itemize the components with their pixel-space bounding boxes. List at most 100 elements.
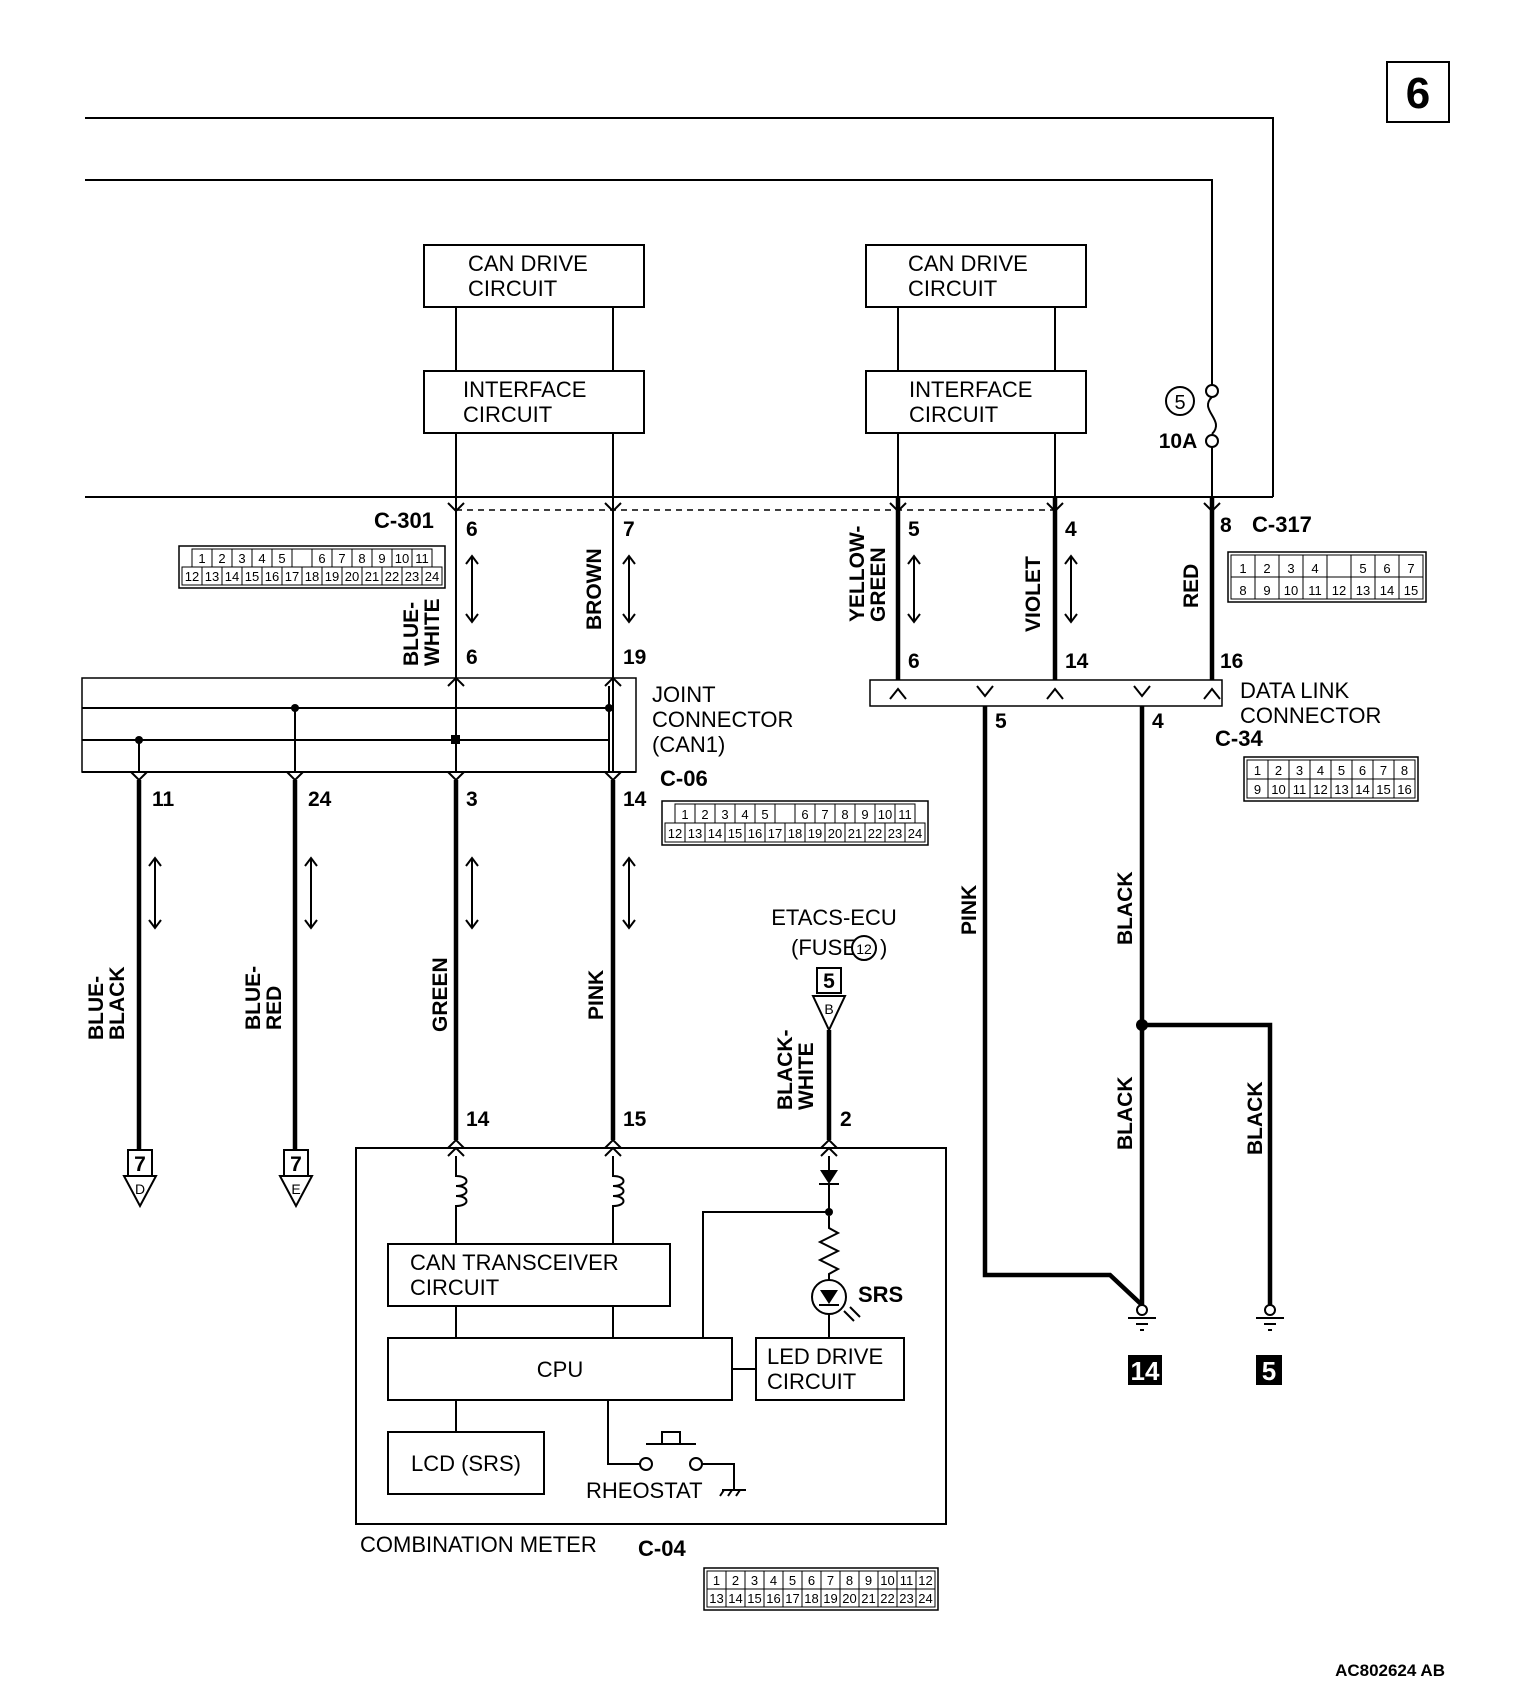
wire-label-blue-black: BLUE-BLACK [85, 967, 129, 1041]
pin-cell: 23 [405, 569, 419, 584]
pin-cell: 16 [748, 826, 762, 841]
fuse-number: 5 [1174, 392, 1185, 414]
pin-c317-5: 5 [908, 518, 920, 541]
wire-label-blue-red: BLUE-RED [242, 966, 286, 1030]
ground-icon-5: 5 [1256, 1304, 1284, 1386]
pin-c04-14: 14 [466, 1108, 490, 1131]
etacs-fuse-circle [851, 935, 877, 961]
pin-cell: 22 [868, 826, 882, 841]
joint-splice-dots [135, 704, 613, 744]
pin-cell: 8 [846, 1573, 853, 1588]
pin-joint-19: 19 [623, 646, 646, 669]
pin-cell: 5 [1359, 561, 1366, 576]
can-direction-arrows-upper [465, 554, 1078, 624]
pin-cell: 11 [900, 1573, 914, 1588]
pin-cell: 18 [305, 569, 319, 584]
splice-dot [1136, 1019, 1148, 1031]
pin-cell: 13 [688, 826, 702, 841]
pin-cell: 17 [768, 826, 782, 841]
wire-label-violet: VIOLET [1022, 556, 1045, 632]
pin-cell: 16 [1397, 782, 1411, 797]
pin-cell: 9 [1254, 782, 1261, 797]
pin-joint-11: 11 [152, 788, 175, 811]
pin-cell: 11 [1308, 583, 1322, 598]
pin-cell: 11 [898, 807, 912, 822]
pin-cell: 15 [728, 826, 742, 841]
cpu-label: CPU [537, 1357, 583, 1382]
wire-label-dlc-black-2: BLACK [1114, 1077, 1137, 1151]
resistor-icon [817, 1216, 841, 1280]
pin-cell: 23 [888, 826, 902, 841]
svg-text:7: 7 [290, 1153, 302, 1176]
connector-name-c04: C-04 [638, 1536, 686, 1561]
wire-label-blue-white: BLUE-WHITE [400, 598, 444, 666]
lcd-srs-label: LCD (SRS) [411, 1451, 521, 1476]
dlc-terminal-arrows [889, 685, 1221, 700]
pin-cell: 14 [1380, 583, 1394, 598]
pin-dlc-4: 4 [1152, 710, 1164, 733]
rheostat-wire [607, 1400, 640, 1465]
wire-ground-black [1142, 1022, 1273, 1305]
pin-cell: 6 [1359, 763, 1366, 778]
pin-cell: 6 [318, 551, 325, 566]
joint-terminal-arrows [130, 676, 622, 782]
combination-meter-title: COMBINATION METER [360, 1532, 597, 1557]
pin-cell: 12 [1313, 782, 1327, 797]
pin-cell: 11 [415, 551, 429, 566]
pin-cell: 5 [761, 807, 768, 822]
ground-label-5: 5 [1262, 1356, 1276, 1386]
wire-label-yellow-green: YELLOW-GREEN [846, 526, 890, 622]
wire-label-black-white: BLACK-WHITE [774, 1030, 818, 1110]
pin-cell: 10 [878, 807, 892, 822]
etacs-fuse-num: 12 [856, 941, 872, 957]
pin-cell: 24 [918, 1591, 932, 1606]
joint-bus-lines [82, 686, 636, 773]
pin-cell: 5 [789, 1573, 796, 1588]
pin-cell: 7 [338, 551, 345, 566]
pin-cell: 2 [701, 807, 708, 822]
pin-cell: 9 [865, 1573, 872, 1588]
rheostat-label: RHEOSTAT [586, 1478, 703, 1503]
svg-text:E: E [291, 1181, 300, 1197]
pin-cell: 13 [1334, 782, 1348, 797]
fuse-number-circle [1165, 386, 1195, 416]
etacs-label-1: ETACS-ECU [771, 905, 897, 930]
interface-circuit-1 [423, 370, 645, 434]
pin-cell: 1 [681, 807, 688, 822]
battery-feed-wire [85, 179, 1213, 385]
pin-cell: 2 [1263, 561, 1270, 576]
pin-cell: 3 [1296, 763, 1303, 778]
cpu-feed-wire [702, 1211, 829, 1338]
pin-cell: 1 [1254, 763, 1261, 778]
pin-cell: 13 [205, 569, 219, 584]
pin-cell: 24 [908, 826, 922, 841]
svg-text:7: 7 [134, 1153, 146, 1176]
pin-cell: 22 [880, 1591, 894, 1606]
pin-cell: 4 [1311, 561, 1318, 576]
pin-cell: 4 [741, 807, 748, 822]
fuse-terminal-bottom [1205, 434, 1219, 448]
pin-joint-6: 6 [466, 646, 478, 669]
pin-cell: 4 [1317, 763, 1324, 778]
pin-dlc-5: 5 [995, 710, 1007, 733]
pin-cell: 22 [385, 569, 399, 584]
pin-cell: 6 [1383, 561, 1390, 576]
pin-cell: 17 [785, 1591, 799, 1606]
pin-cell: 9 [1263, 583, 1270, 598]
pin-cell: 19 [325, 569, 339, 584]
pin-cell: 16 [265, 569, 279, 584]
ecu-outline-top [85, 117, 1274, 497]
pin-c317-4: 4 [1065, 518, 1077, 541]
can-drive-circuit-2 [865, 244, 1087, 308]
pin-cell: 16 [766, 1591, 780, 1606]
wire-label-green: GREEN [429, 957, 452, 1032]
joint-connector-outline [81, 677, 637, 773]
etacs-label-close: ) [880, 935, 887, 960]
